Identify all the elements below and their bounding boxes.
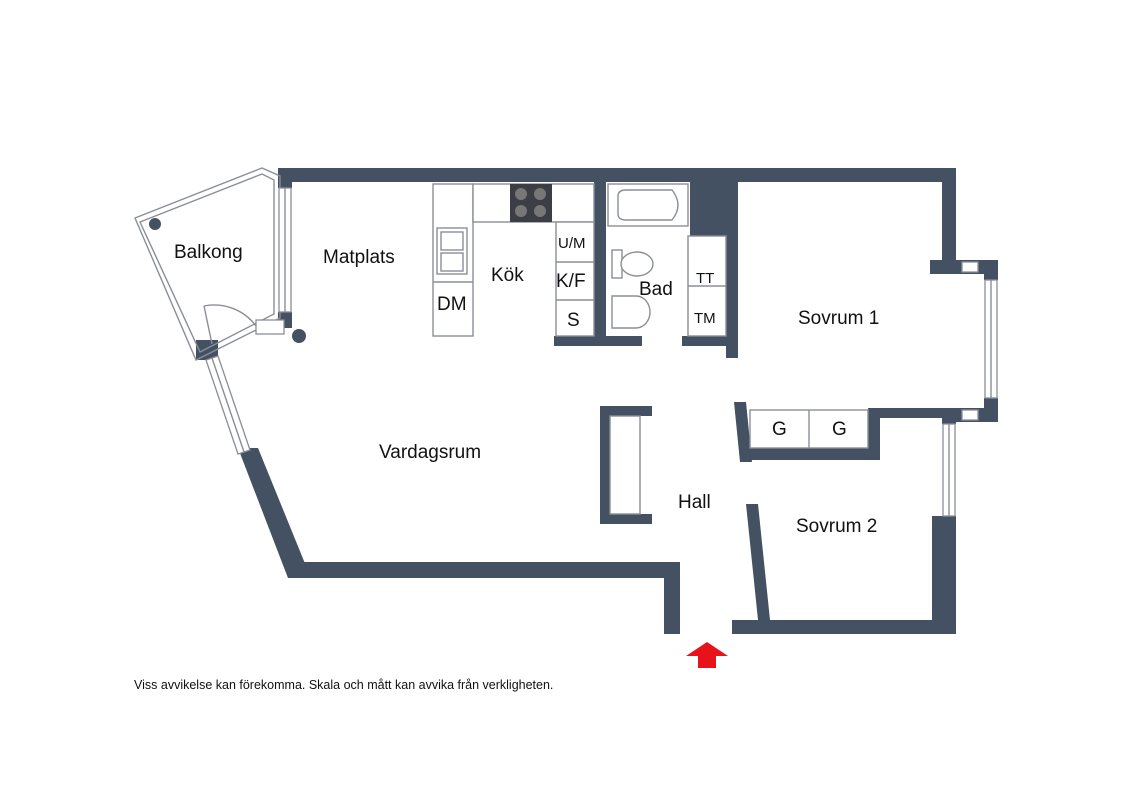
label-bad: Bad (639, 279, 673, 300)
label-hall: Hall (678, 492, 711, 513)
interior-walls (554, 182, 948, 620)
walls (196, 168, 998, 634)
disclaimer-text: Viss avvikelse kan förekomma. Skala och … (134, 678, 554, 692)
label-g2: G (832, 419, 847, 440)
label-sovrum1: Sovrum 1 (798, 308, 879, 329)
label-tt: TT (696, 270, 714, 287)
label-kok: Kök (491, 265, 524, 286)
label-tm: TM (694, 310, 716, 327)
label-dm: DM (437, 294, 467, 315)
label-vardagsrum: Vardagsrum (379, 442, 481, 463)
label-balkong: Balkong (174, 242, 243, 263)
windows (205, 187, 998, 517)
label-kf: K/F (556, 271, 586, 292)
bathroom (607, 183, 727, 337)
label-um: U/M (558, 235, 586, 252)
label-matplats: Matplats (323, 247, 395, 268)
label-sovrum2: Sovrum 2 (796, 516, 877, 537)
closets (609, 409, 869, 515)
label-s: S (567, 310, 580, 331)
label-g1: G (772, 419, 787, 440)
entrance-arrow-icon (686, 642, 728, 668)
kitchen (432, 183, 595, 337)
